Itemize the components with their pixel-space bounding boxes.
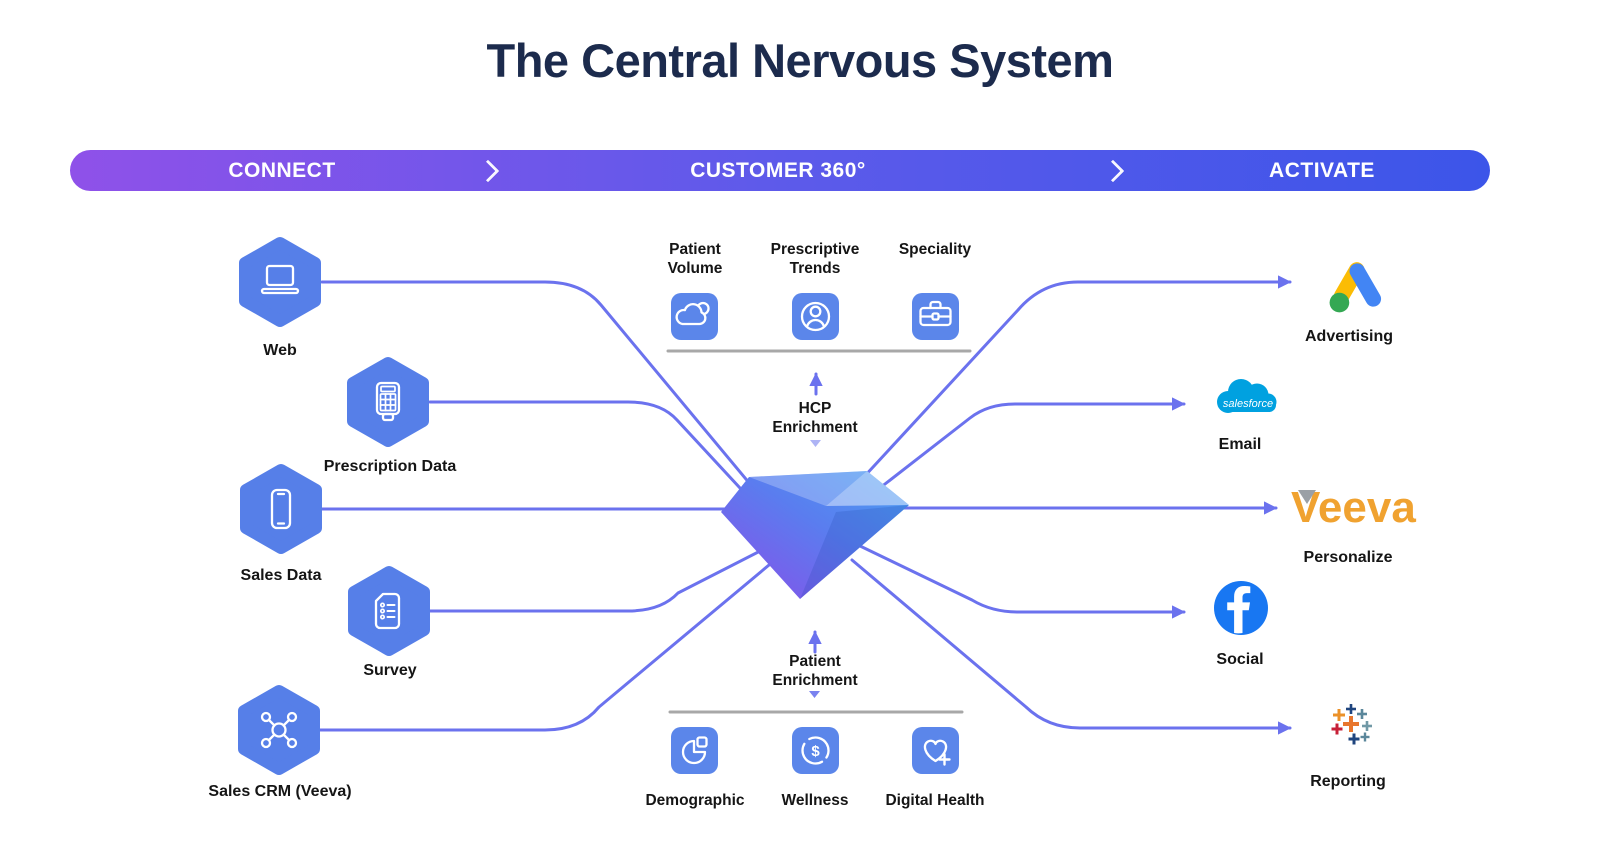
stage-customer-360: CUSTOMER 360° [690,158,866,182]
cdp-gem-icon [721,471,909,599]
connect-node-prescription-data [345,355,431,454]
patient-attr-tile-wellness: $ [792,727,839,779]
connect-label-sales-crm: Sales CRM (Veeva) [208,783,352,800]
salesforce-logo: salesforce [1217,379,1277,413]
connector-web [320,280,782,522]
patient-enrichment-label: Patient Enrichment [772,653,858,689]
patient-attr-tile-digital-health [912,727,959,779]
connect-label-prescription-data: Prescription Data [323,458,457,475]
patient-attr-label-wellness: Wellness [781,792,849,809]
hcp-attr-tile-speciality [912,293,959,345]
connect-node-survey [346,564,432,663]
tableau-logo [1331,704,1372,745]
hcp-attr-label-prescriptive-trends: Prescriptive Trends [770,241,860,277]
activate-label-reporting: Reporting [1310,773,1386,790]
patient-mini-arrow-icon [809,691,820,698]
veeva-logo: Veeva [1291,486,1441,532]
activate-label-personalize: Personalize [1303,549,1393,566]
facebook-logo [1214,581,1268,635]
salesforce-logo-text: salesforce [1223,398,1273,410]
connector-reporting [850,558,1292,735]
activate-node-advertising [1328,255,1386,320]
connector-sales-crm [318,558,777,732]
cloud-icon [671,293,718,340]
hcp-attr-label-speciality: Speciality [898,241,972,258]
connect-label-sales-data: Sales Data [240,567,322,584]
activate-label-social: Social [1216,651,1264,668]
stage-banner: CONNECT CUSTOMER 360° ACTIVATE [70,150,1490,191]
connect-node-sales-data [238,462,324,561]
patient-attr-label-digital-health: Digital Health [885,792,985,809]
connector-social [856,543,1186,619]
hcp-attr-label-patient-volume: Patient Volume [667,241,723,277]
hcp-attr-tile-prescriptive-trends [792,293,839,345]
svg-text:$: $ [811,743,820,760]
patient-attr-label-demographic: Demographic [645,792,745,809]
connector-survey [428,544,772,613]
connector-advertising [848,275,1292,494]
connect-label-survey: Survey [363,662,417,679]
survey-document-icon [348,566,430,656]
google-ads-logo [1329,262,1382,313]
pos-terminal-icon [347,357,429,447]
connect-node-web [237,235,323,334]
briefcase-icon [912,293,959,340]
hcp-mini-arrow-icon [810,440,821,447]
hcp-attr-tile-patient-volume [671,293,718,345]
activate-node-reporting [1328,702,1374,753]
activate-node-email: salesforce [1211,371,1281,428]
activate-node-social [1213,580,1269,641]
laptop-icon [239,237,321,327]
activate-label-email: Email [1218,436,1262,453]
connect-label-web: Web [263,342,297,359]
dollar-circle-icon: $ [792,727,839,774]
connector-prescription [428,400,767,517]
veeva-triangle-icon [1298,490,1316,504]
heart-plus-icon [912,727,959,774]
smartphone-icon [240,464,322,554]
stage-connect: CONNECT [228,158,336,182]
patient-attr-tile-demographic [671,727,718,779]
connector-email [856,397,1186,507]
activate-label-advertising: Advertising [1304,328,1393,345]
network-hub-icon [238,685,320,775]
pie-chart-icon [671,727,718,774]
page-title: The Central Nervous System [486,34,1114,87]
hcp-enrichment-label: HCP Enrichment [772,400,858,436]
stage-activate: ACTIVATE [1269,158,1375,182]
person-circle-icon [792,293,839,340]
connect-node-sales-crm [236,683,322,782]
